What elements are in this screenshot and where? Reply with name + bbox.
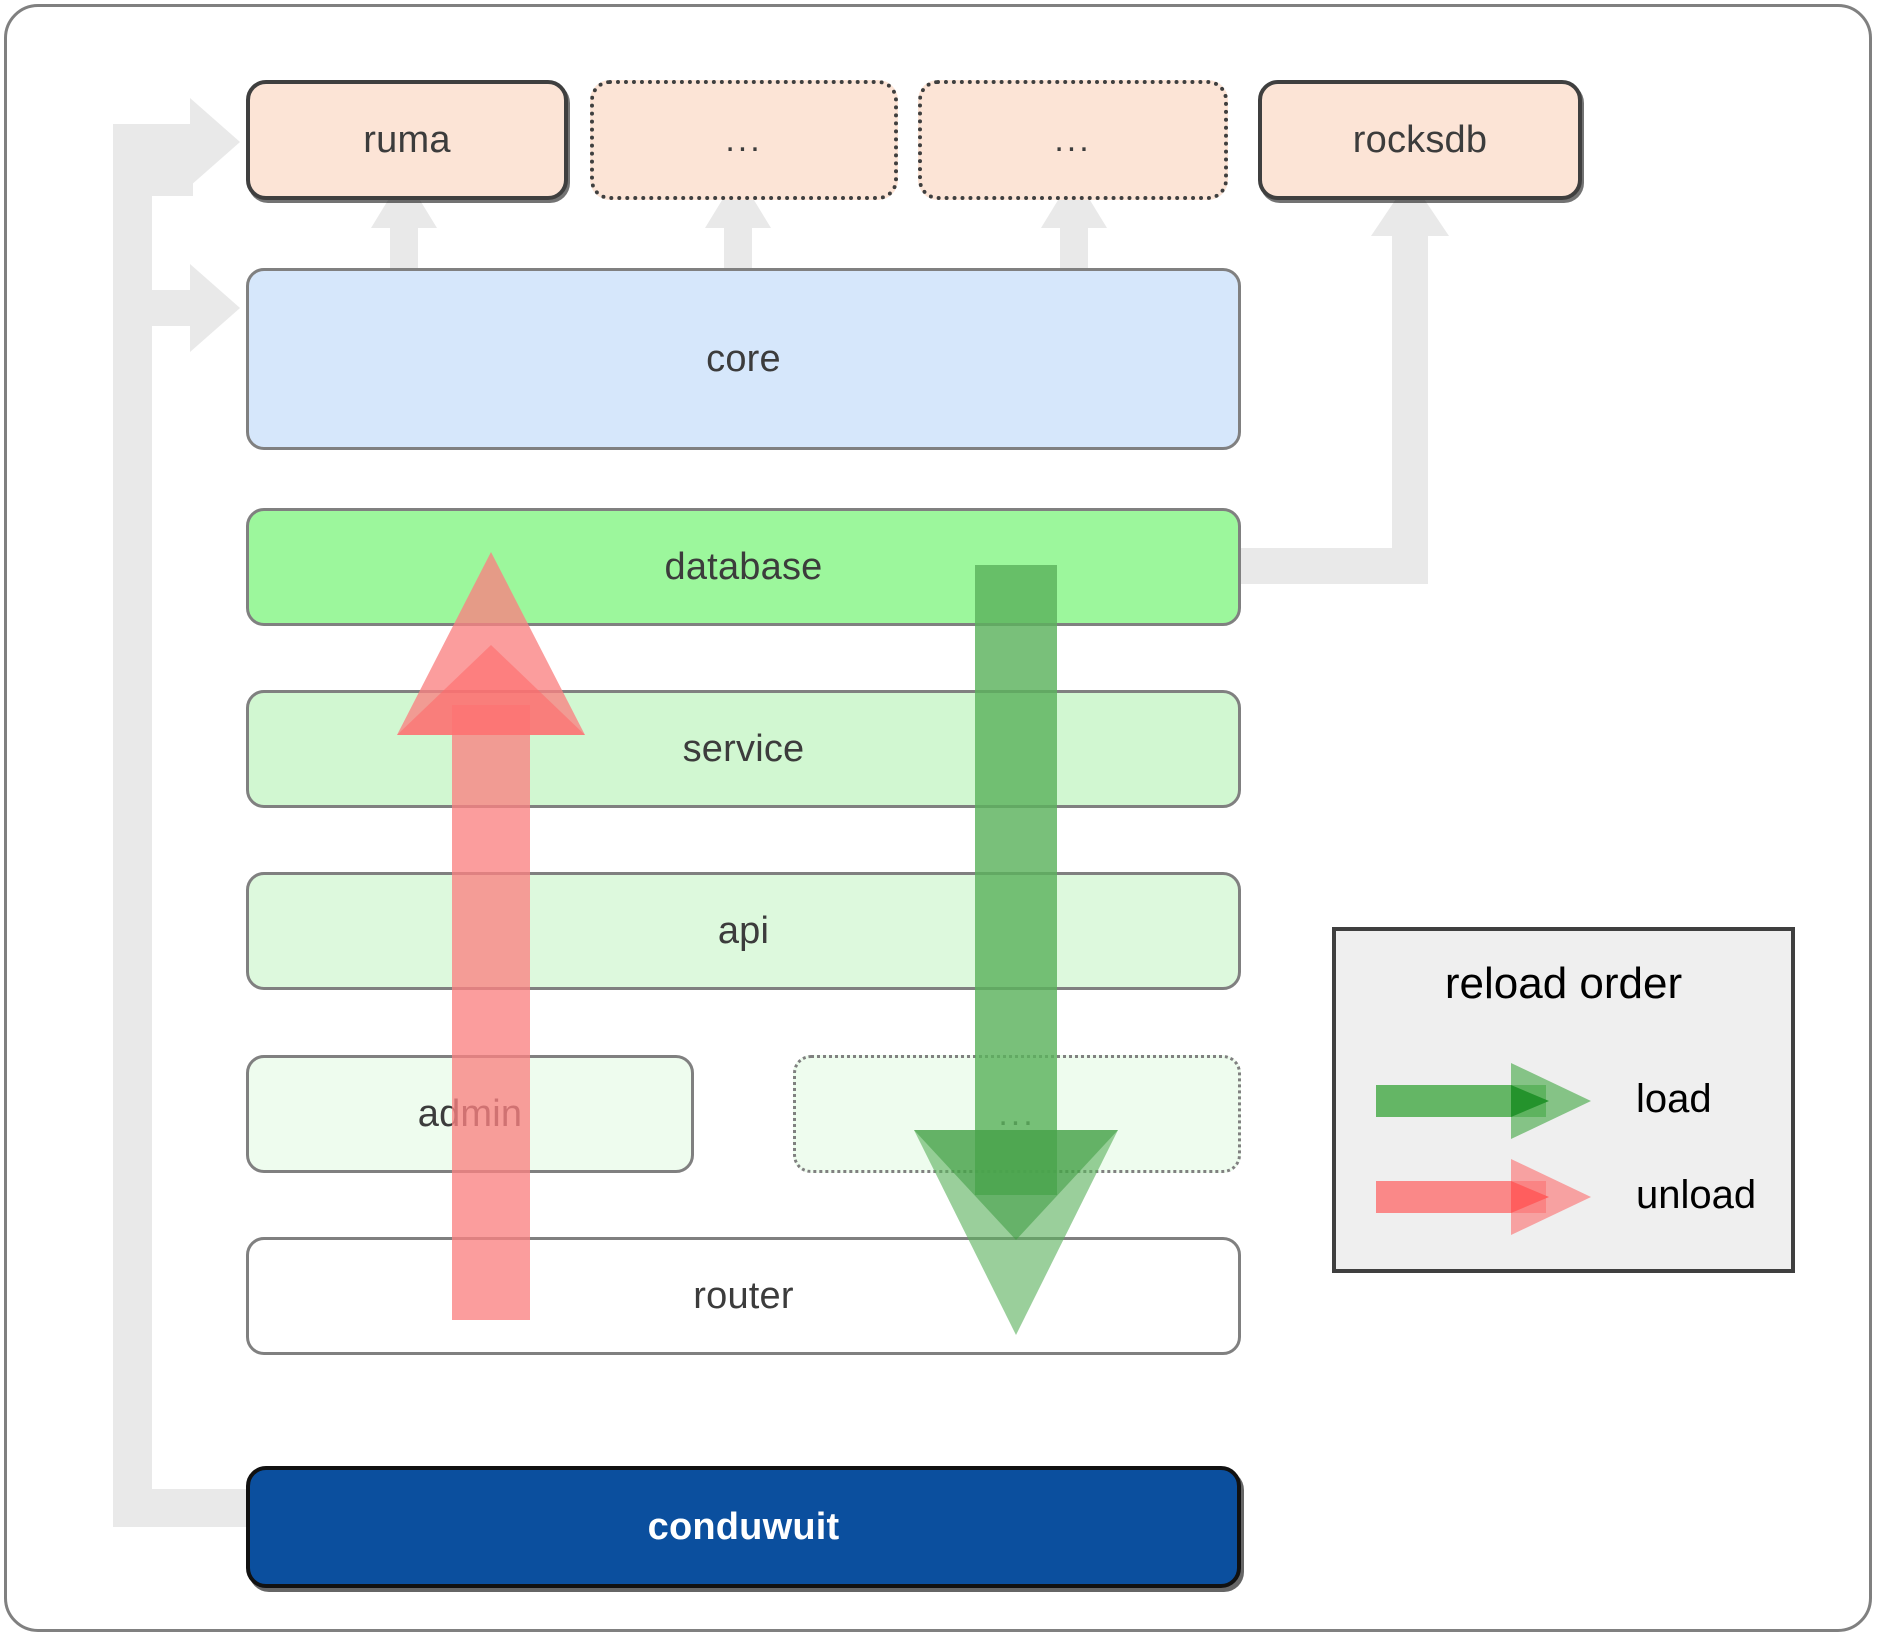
crate-label-database: database [664,545,823,588]
crate-node-database[interactable]: database [246,508,1241,626]
crate-label-ellipsis: ... [998,1095,1036,1133]
legend-panel: reload order load unload [1332,927,1795,1273]
root-node-conduwuit[interactable]: conduwuit [246,1466,1241,1588]
legend-unload-arrow-icon [1376,1159,1591,1235]
dependency-label-ellipsis-2: ... [1054,121,1092,159]
dependency-node-rocksdb[interactable]: rocksdb [1258,80,1582,200]
crate-label-router: router [693,1274,794,1317]
dependency-node-ellipsis-1[interactable]: ... [590,80,898,200]
crate-label-admin: admin [417,1092,523,1135]
crate-label-service: service [682,727,805,770]
legend-load-arrow-icon [1376,1063,1591,1139]
crate-node-admin[interactable]: admin [246,1055,694,1173]
crate-node-api[interactable]: api [246,872,1241,990]
dependency-label-ruma: ruma [363,118,451,161]
root-label-conduwuit: conduwuit [647,1505,840,1548]
crate-label-api: api [717,909,770,952]
legend-title: reload order [1444,959,1683,1008]
dependency-label-ellipsis-1: ... [725,121,763,159]
legend-label-load: load [1636,1077,1712,1121]
dependency-label-rocksdb: rocksdb [1352,118,1488,161]
dependency-node-ruma[interactable]: ruma [246,80,568,200]
legend-row-unload: unload [1336,1157,1791,1237]
crate-node-router[interactable]: router [246,1237,1241,1355]
crate-label-core: core [706,337,781,380]
crate-node-ellipsis[interactable]: ... [793,1055,1241,1173]
crate-node-service[interactable]: service [246,690,1241,808]
crate-node-core[interactable]: core [246,268,1241,450]
dependency-node-ellipsis-2[interactable]: ... [918,80,1228,200]
legend-row-load: load [1336,1061,1791,1141]
diagram-frame [4,4,1872,1632]
legend-label-unload: unload [1636,1173,1757,1217]
